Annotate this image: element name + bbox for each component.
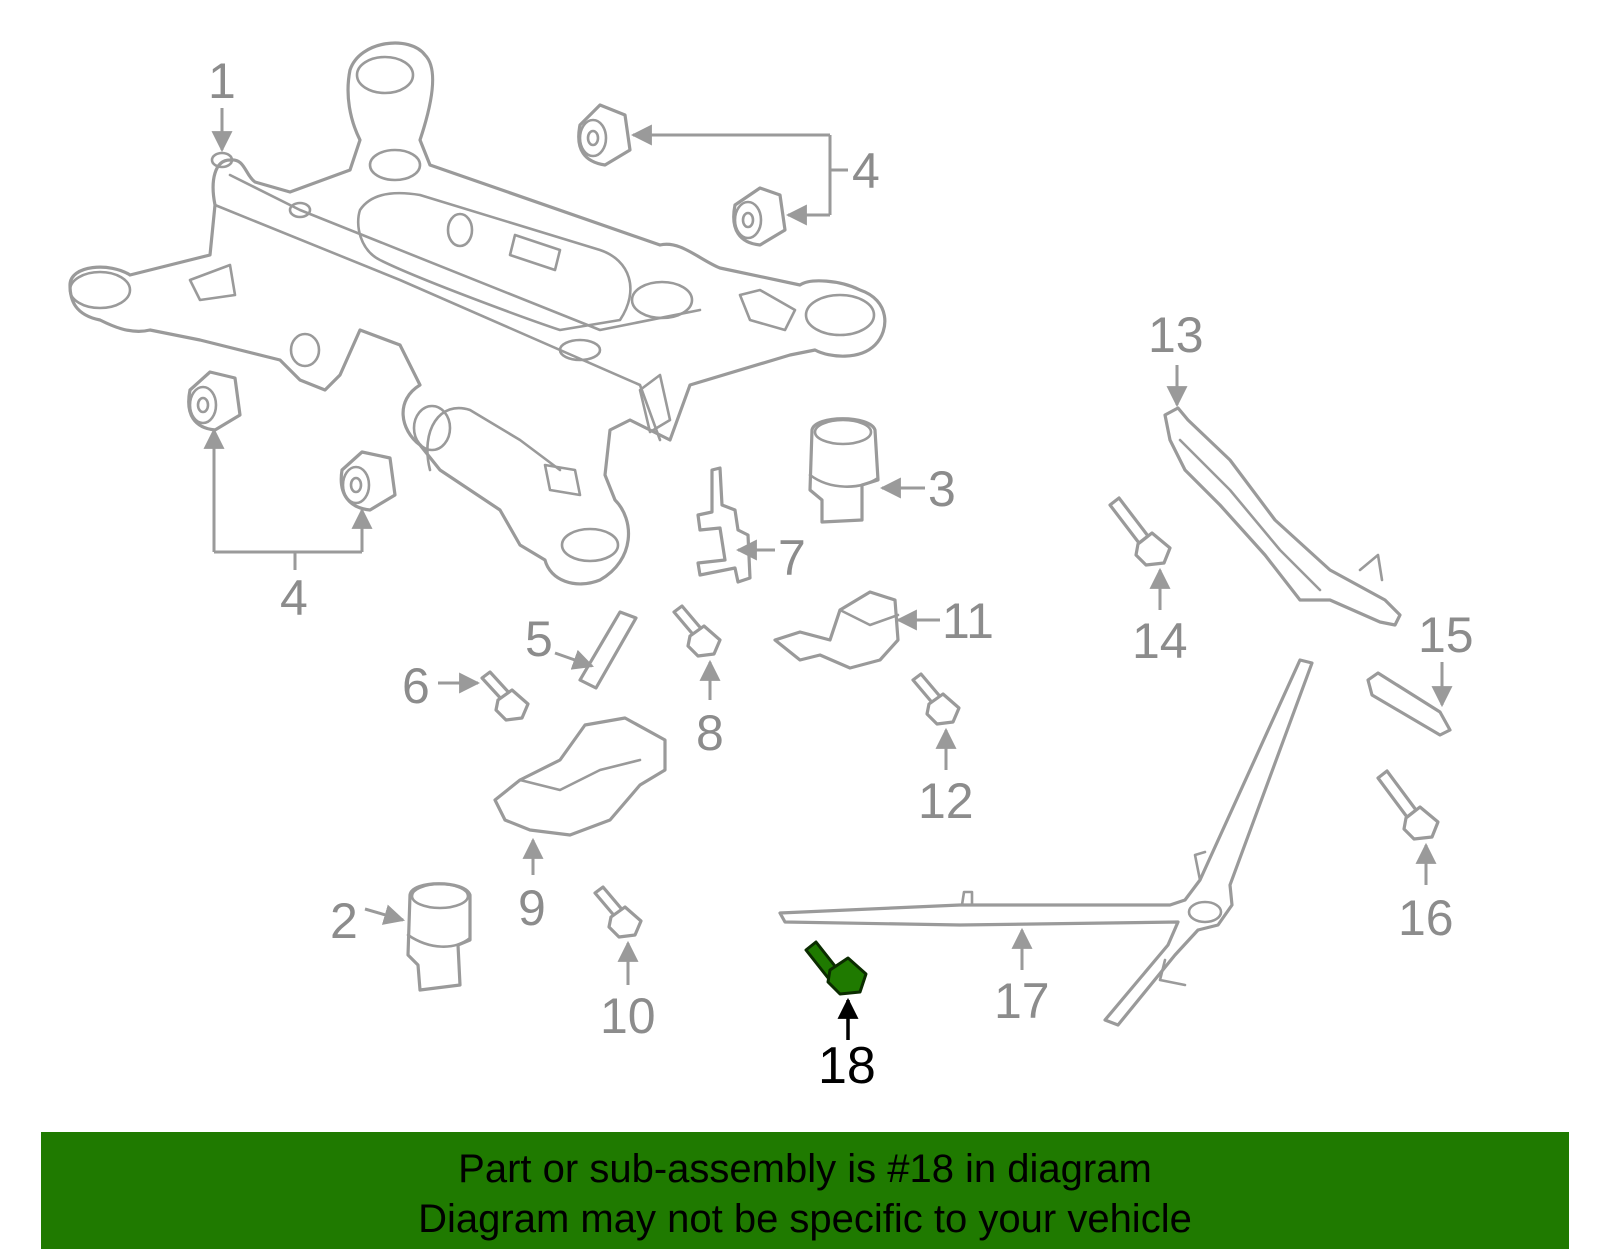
mount-lower-part[interactable] xyxy=(406,882,472,992)
bolt-part-10[interactable] xyxy=(593,885,643,939)
bolt-part-12[interactable] xyxy=(911,672,961,726)
bolt-part-16[interactable] xyxy=(1376,769,1440,841)
callout-8: 8 xyxy=(696,705,724,761)
callout-12: 12 xyxy=(918,773,974,829)
bolt-part-18-highlighted[interactable] xyxy=(804,940,868,996)
callout-labels: 1 2 3 4 4 5 6 7 8 9 10 11 12 13 14 15 16… xyxy=(208,53,1474,1095)
brace-part-17[interactable] xyxy=(778,658,1314,1027)
link-part-15[interactable] xyxy=(1366,671,1452,737)
bushing-lower-1[interactable] xyxy=(187,370,242,432)
brace-part-13[interactable] xyxy=(1163,406,1402,627)
bracket-part-11[interactable] xyxy=(773,590,900,670)
callout-11: 11 xyxy=(942,593,994,649)
bushing-upper-2[interactable] xyxy=(732,186,787,247)
callout-9: 9 xyxy=(518,880,546,936)
bar-part-5[interactable] xyxy=(578,610,638,690)
bushing-lower-2[interactable] xyxy=(339,450,397,512)
callout-6: 6 xyxy=(402,658,430,714)
callout-10: 10 xyxy=(600,988,656,1044)
bushing-upper-1[interactable] xyxy=(577,103,632,167)
banner-line-2: Diagram may not be specific to your vehi… xyxy=(418,1197,1192,1241)
bolt-part-8[interactable] xyxy=(672,604,722,658)
callout-4-upper: 4 xyxy=(852,143,880,199)
bracket-part-7[interactable] xyxy=(696,466,752,584)
exploded-parts-diagram: 1 2 3 4 4 5 6 7 8 9 10 11 12 13 14 15 16… xyxy=(68,41,1474,1095)
leader-lines xyxy=(203,108,1453,1040)
bolt-part-6[interactable] xyxy=(480,670,530,722)
bolt-part-14[interactable] xyxy=(1108,496,1172,567)
callout-4-lower: 4 xyxy=(280,570,308,626)
callout-17: 17 xyxy=(994,973,1050,1029)
subframe-part[interactable] xyxy=(68,41,887,586)
shield-part-9[interactable] xyxy=(493,716,667,837)
callout-15: 15 xyxy=(1418,607,1474,663)
mount-upper-part[interactable] xyxy=(808,417,880,524)
callout-16: 16 xyxy=(1398,890,1454,946)
callout-5: 5 xyxy=(525,611,553,667)
callout-2: 2 xyxy=(330,893,358,949)
callout-3: 3 xyxy=(928,461,956,517)
callout-18-highlighted: 18 xyxy=(818,1037,876,1095)
callout-7: 7 xyxy=(778,530,806,586)
info-banner: Part or sub-assembly is #18 in diagram D… xyxy=(41,1132,1569,1249)
callout-1: 1 xyxy=(208,53,236,109)
banner-line-1: Part or sub-assembly is #18 in diagram xyxy=(458,1147,1152,1191)
callout-14: 14 xyxy=(1132,613,1188,669)
callout-13: 13 xyxy=(1148,307,1204,363)
